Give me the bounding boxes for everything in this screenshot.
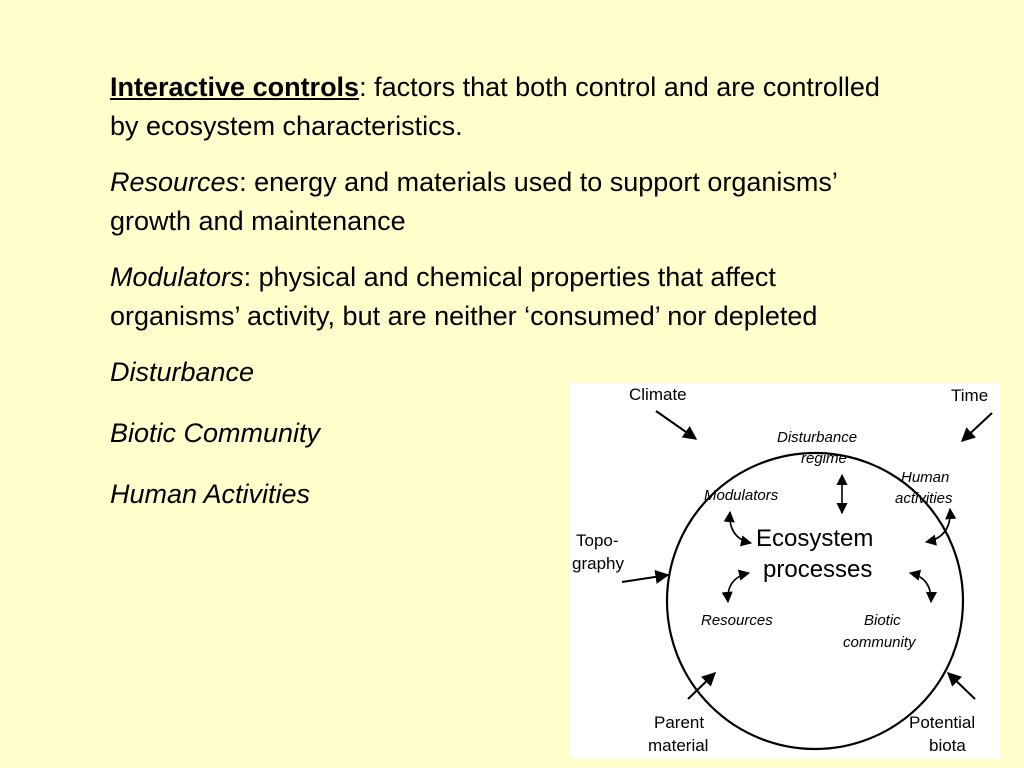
arrow-climate [655, 410, 698, 440]
term-interactive-controls: Interactive controls [110, 72, 360, 102]
label-potential-line2: biota [929, 736, 966, 755]
arrow-human-activities [924, 507, 957, 546]
term-modulators: Modulators [110, 262, 244, 292]
definition-resources: : energy and materials used to support o… [110, 167, 837, 236]
label-human-line1: Human [901, 469, 949, 486]
label-biotic-line2: community [843, 634, 917, 651]
label-parent-line2: material [648, 736, 708, 755]
ecosystem-boundary-circle [665, 451, 965, 751]
label-parent-line1: Parent [654, 713, 704, 732]
arrow-potential-biota [946, 672, 976, 700]
item-human-activities: Human Activities [110, 479, 311, 509]
label-climate: Climate [629, 385, 687, 404]
label-disturbance-line1: Disturbance [777, 429, 857, 446]
item-biotic-community: Biotic Community [110, 418, 321, 448]
paragraph-modulators: Modulators: physical and chemical proper… [110, 258, 910, 336]
arrow-modulators [723, 510, 753, 547]
ecosystem-diagram-svg: Climate Time Topo- graphy Parent materia… [572, 385, 993, 755]
label-disturbance-line2: regime [801, 450, 847, 467]
label-time: Time [951, 386, 988, 405]
definition-modulators: : physical and chemical properties that … [110, 262, 818, 331]
arrow-topography [621, 569, 670, 584]
label-modulators: Modulators [704, 487, 779, 504]
label-human-line2: activities [895, 490, 953, 507]
label-ecosystem: Ecosystem [756, 525, 873, 552]
paragraph-interactive-controls: Interactive controls: factors that both … [110, 68, 910, 146]
definition-interactive-controls: : factors that both control and are cont… [110, 72, 880, 141]
item-disturbance: Disturbance [110, 357, 255, 387]
label-potential-line1: Potential [909, 713, 975, 732]
arrow-time [960, 412, 993, 442]
arrow-resources [721, 569, 751, 604]
arrow-biotic-community [908, 569, 938, 604]
ecosystem-diagram: Climate Time Topo- graphy Parent materia… [570, 383, 1000, 759]
term-resources: Resources [110, 167, 240, 197]
label-topo-line2: graphy [572, 554, 624, 573]
label-biotic-line1: Biotic [864, 612, 901, 629]
definitions-text: Interactive controls: factors that both … [110, 68, 910, 536]
label-processes: processes [763, 556, 872, 583]
arrow-parent-material [687, 672, 717, 700]
paragraph-resources: Resources: energy and materials used to … [110, 163, 910, 241]
label-topo-line1: Topo- [576, 531, 619, 550]
label-resources: Resources [701, 612, 773, 629]
